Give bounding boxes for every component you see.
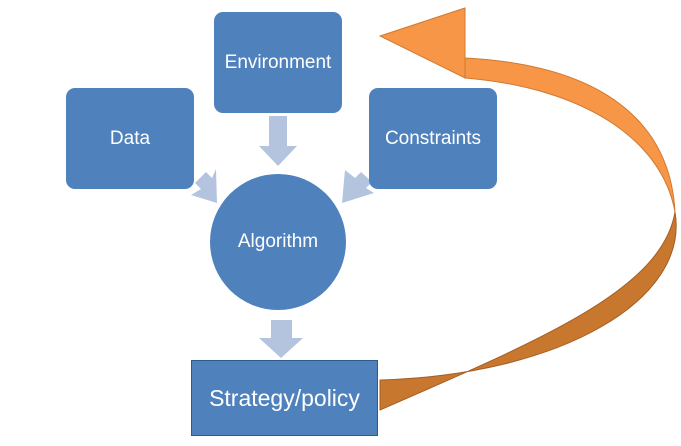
algorithm-node: Algorithm	[210, 174, 346, 310]
strategy-policy-label: Strategy/policy	[209, 384, 360, 411]
algorithm-label: Algorithm	[237, 231, 319, 252]
environment-node: Environment	[214, 12, 342, 113]
connector-data-to-algorithm	[191, 169, 217, 203]
feedback-arrow-back-band	[379, 211, 677, 411]
constraints-node: Constraints	[369, 88, 497, 189]
connector-constraints-to-algorithm	[342, 170, 374, 203]
data-label: Data	[109, 127, 151, 149]
connector-algorithm-to-strategy	[259, 320, 303, 358]
strategy-policy-node: Strategy/policy	[191, 360, 378, 436]
connector-environment-to-algorithm	[259, 116, 297, 166]
constraints-label: Constraints	[384, 127, 482, 149]
feedback-arrow-head	[378, 7, 466, 79]
data-node: Data	[66, 88, 194, 189]
environment-label: Environment	[224, 51, 332, 73]
